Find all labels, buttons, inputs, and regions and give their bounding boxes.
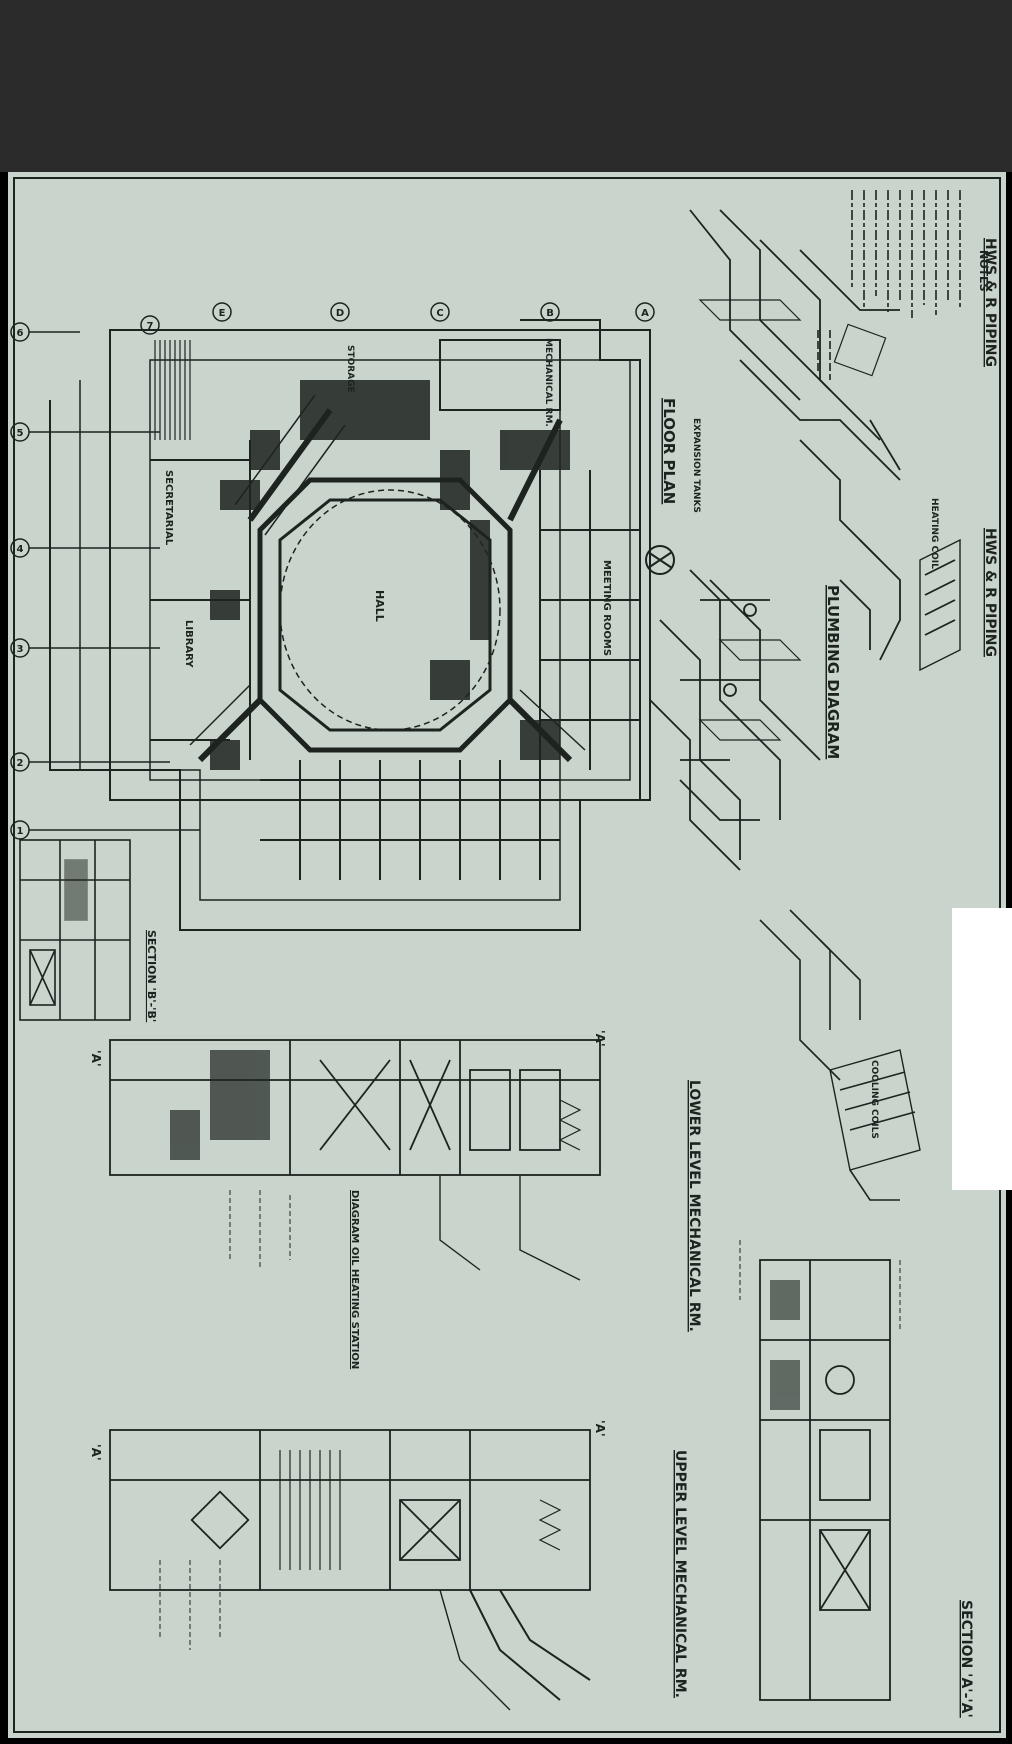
- grid-label-3: 3: [17, 644, 24, 655]
- notes-block: NOTES: [817, 190, 990, 380]
- lower-level-drawing: [109, 1039, 601, 1281]
- grid-label-7: 7: [147, 321, 154, 332]
- annotation-leaders: [159, 1190, 901, 1650]
- grid-label-a: A: [641, 308, 649, 319]
- section-mark-3: 'A': [89, 1444, 103, 1461]
- room-labels: HALL LIBRARY SECRETARIAL MEETING ROOMS M…: [163, 338, 612, 668]
- room-label-storage: STORAGE: [345, 345, 355, 393]
- title-diagram-station: DIAGRAM OIL HEATING STATION: [349, 1190, 360, 1369]
- floor-plan: [49, 319, 675, 931]
- section-mark-4: 'A': [593, 1420, 607, 1437]
- grid-label-4: 4: [17, 544, 24, 555]
- title-upper-level: UPPER LEVEL MECHANICAL RM.: [672, 1450, 688, 1698]
- room-label-secretarial: SECRETARIAL: [163, 470, 174, 546]
- title-floor-plan: FLOOR PLAN: [660, 398, 678, 504]
- title-hws-piping-2: HWS & R PIPING: [982, 528, 998, 657]
- grid-label-c: C: [436, 308, 443, 319]
- grid-label-1: 1: [17, 826, 24, 837]
- grid-bubble-c: [430, 302, 450, 322]
- title-lower-level: LOWER LEVEL MECHANICAL RM.: [686, 1080, 702, 1332]
- grid-bubble-a: [635, 302, 655, 322]
- plumbing-diagram: [649, 569, 821, 871]
- grid-label-b: B: [546, 308, 554, 319]
- grid-bubble-e: [212, 302, 232, 322]
- hws-piping-lower: [839, 538, 961, 672]
- room-label-hall: HALL: [373, 590, 386, 622]
- section-mark-1: 'A': [89, 1050, 103, 1067]
- section-mark-2: 'A': [593, 1030, 607, 1047]
- grid-label-5: 5: [17, 428, 24, 439]
- label-expansion-tanks: EXPANSION TANKS: [691, 418, 701, 513]
- notes-heading: NOTES: [977, 250, 990, 292]
- room-label-mechanical: MECHANICAL RM.: [543, 338, 553, 427]
- label-heating-coil: HEATING COIL: [929, 498, 939, 569]
- grid-label-2: 2: [17, 758, 24, 769]
- grid-bubble-d: [330, 302, 350, 322]
- grid-columns: [10, 302, 655, 840]
- grid-label-d: D: [336, 308, 344, 319]
- title-hws-piping-1: HWS & R PIPING: [982, 238, 998, 367]
- top-dark-band: [0, 0, 1012, 172]
- title-section-bb: SECTION 'B'-'B': [145, 930, 158, 1022]
- section-aa-drawing: [759, 1259, 891, 1701]
- label-cooling-coils: COOLING COILS: [869, 1060, 879, 1139]
- grid-label-e: E: [219, 308, 226, 319]
- room-label-library: LIBRARY: [183, 620, 194, 668]
- section-bb-drawing: [19, 839, 131, 1021]
- grid-labels: 1 2 3 4 5 6 7 A B C D E: [17, 308, 650, 837]
- title-section-aa: SECTION 'A'-'A': [958, 1600, 974, 1718]
- title-plumbing-diagram: PLUMBING DIAGRAM: [824, 585, 842, 759]
- blank-patch: [952, 908, 1012, 1190]
- grid-label-6: 6: [17, 328, 24, 339]
- grid-bubble-7: [140, 315, 160, 335]
- room-label-meeting-rooms: MEETING ROOMS: [601, 560, 612, 656]
- cooling-coils-diagram: [759, 909, 921, 1201]
- upper-level-drawing: [109, 1429, 591, 1711]
